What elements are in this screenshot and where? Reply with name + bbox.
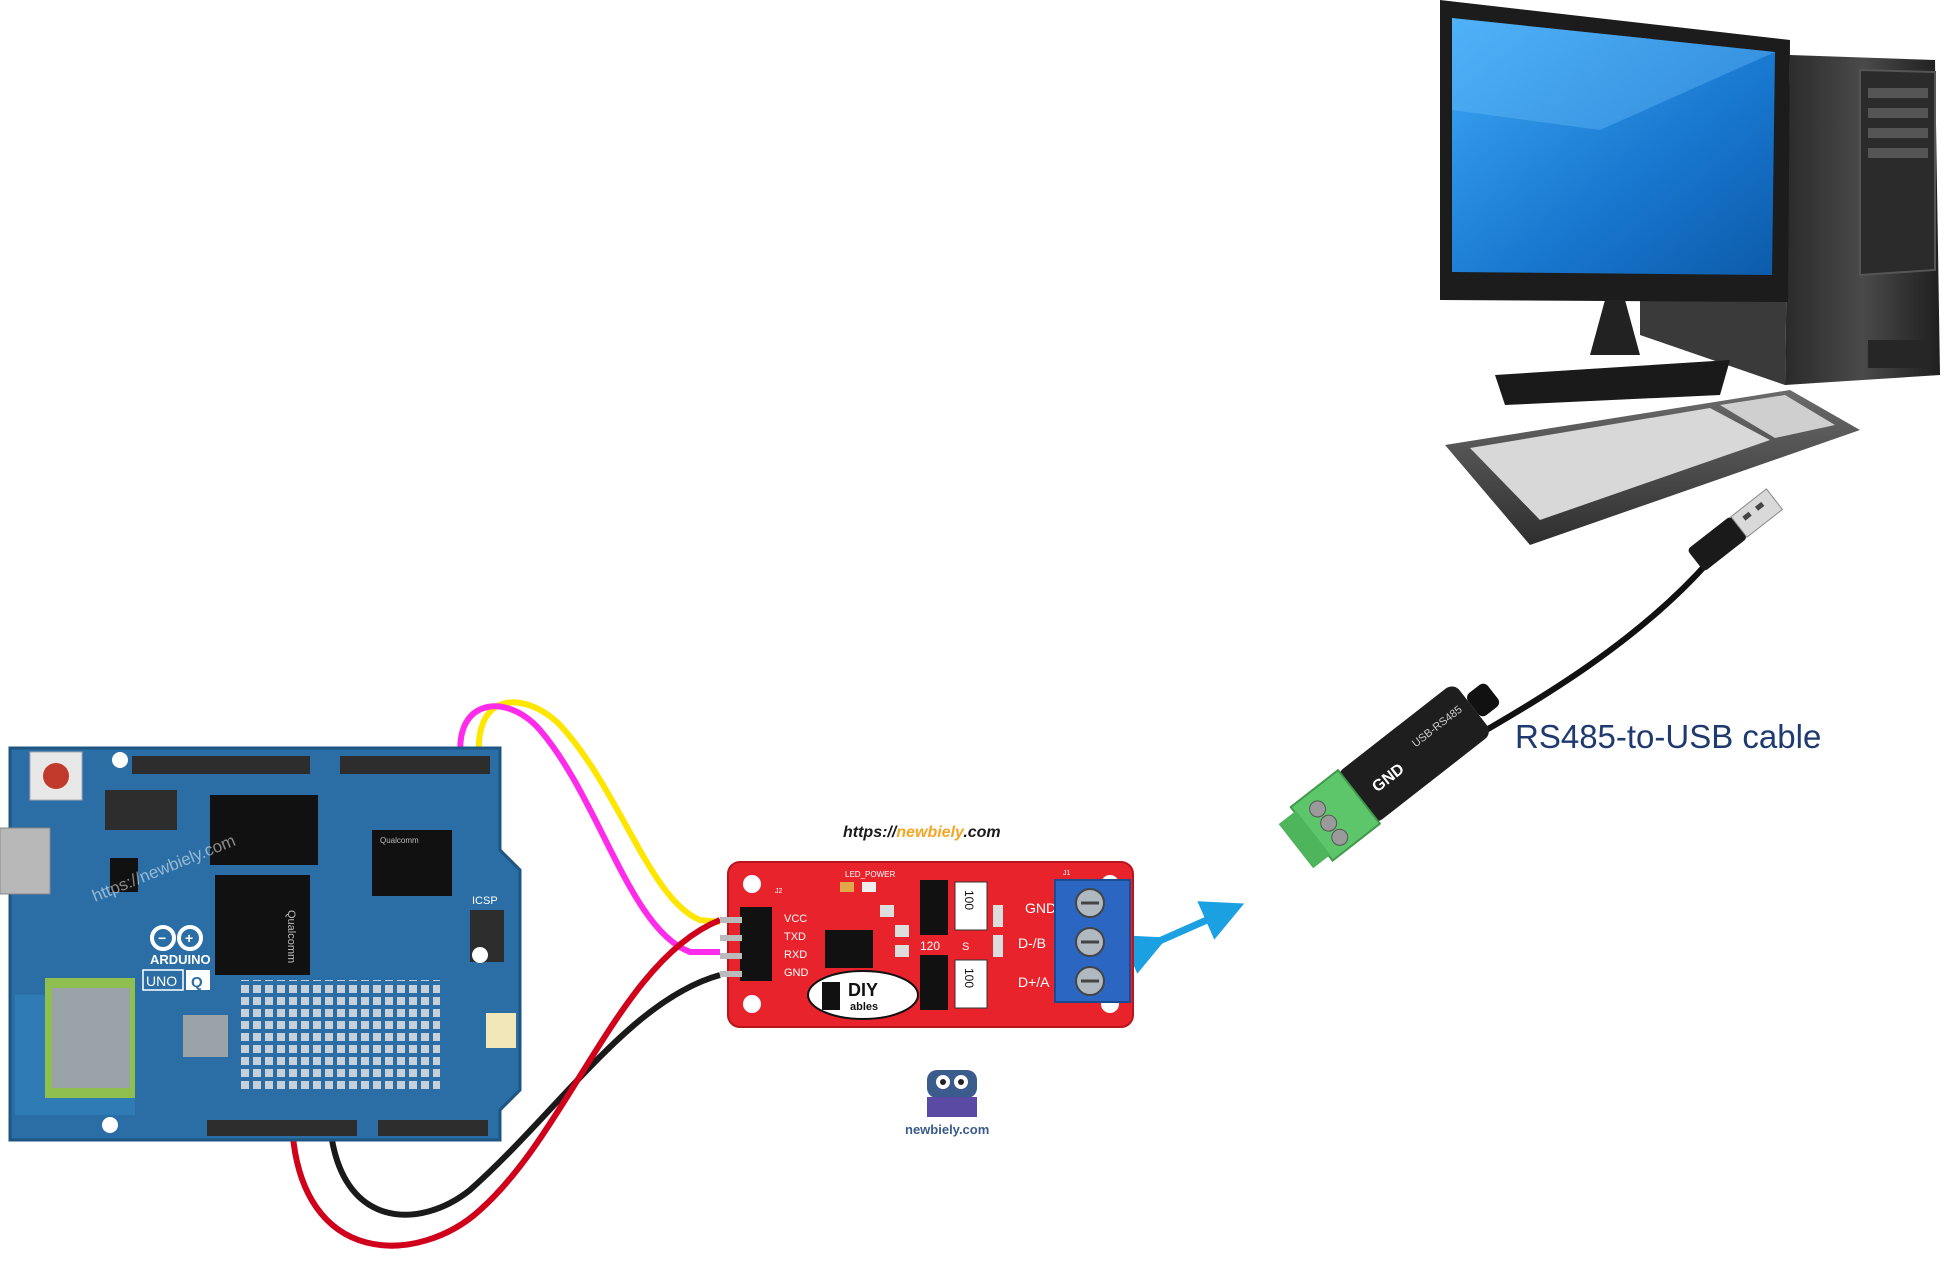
arduino-uno-q-board: Qualcomm Qualcomm ICSP − + ARDUINO UNO Q: [0, 746, 522, 1142]
wires: [289, 699, 722, 1249]
terminal-label-gnd: GND: [1025, 900, 1056, 916]
usb-rs485-adapter: GND USB-RS485: [1278, 683, 1500, 869]
connection-arrow: [1120, 901, 1245, 974]
url-prefix: https://: [843, 824, 898, 841]
resistor-value-1: 100: [962, 890, 976, 910]
wire-gnd: [327, 972, 721, 1218]
pc-keyboard: [1445, 390, 1860, 545]
bottom-watermark: newbiely.com: [905, 1122, 989, 1137]
silk-s: S: [962, 941, 969, 953]
pin-labels: VCC TXD RXD GND: [784, 913, 809, 979]
wire-vcc: [475, 699, 721, 925]
pin-label-vcc: VCC: [784, 913, 807, 925]
icsp-label: ICSP: [472, 895, 498, 907]
usb-cable: GND USB-RS485: [1278, 488, 1784, 869]
newbiely-mascot-logo: newbiely.com: [905, 1070, 989, 1137]
resistor-value-2: 100: [962, 968, 976, 988]
terminal-block: [1054, 879, 1131, 1003]
terminal-label-da: D+/A: [1018, 974, 1050, 990]
pin-label-rxd: RXD: [784, 949, 807, 961]
led-matrix: [240, 980, 440, 1090]
arduino-model: UNO: [146, 973, 177, 989]
wire-txd: [457, 703, 720, 955]
arduino-brand: ARDUINO: [150, 952, 211, 967]
url-tld: .com: [963, 824, 1000, 841]
resistor-value-3: 120: [920, 939, 940, 953]
url-site: newbiely: [896, 824, 965, 841]
cable-label: RS485-to-USB cable: [1515, 718, 1821, 755]
chip-brand-1: Qualcomm: [380, 836, 419, 845]
pc-monitor: [1440, 0, 1790, 405]
logo-sub: ables: [850, 1001, 878, 1013]
logo-main: DIY: [848, 980, 878, 1000]
chip-brand-2: Qualcomm: [285, 910, 297, 963]
pin-label-gnd: GND: [784, 967, 809, 979]
usb-plug: [1688, 488, 1784, 571]
svg-text:−: −: [158, 930, 166, 946]
silk-j2: J2: [775, 888, 783, 895]
pin-label-txd: TXD: [784, 931, 806, 943]
diyables-logo: DIY ables: [807, 970, 919, 1020]
url-label: https://newbiely.com: [843, 824, 1001, 841]
rs485-module: VCC TXD RXD GND J2 LED_POWER J1 100 100 …: [720, 861, 1134, 1028]
wire-power: [289, 917, 722, 1249]
arduino-logo: − +: [150, 925, 203, 951]
silk-j1: J1: [1063, 870, 1071, 877]
silk-led: LED_POWER: [845, 870, 895, 879]
terminal-label-db: D-/B: [1018, 935, 1046, 951]
svg-text:+: +: [185, 930, 193, 946]
arduino-model-badge: Q: [191, 974, 203, 991]
computer: [1440, 0, 1940, 545]
